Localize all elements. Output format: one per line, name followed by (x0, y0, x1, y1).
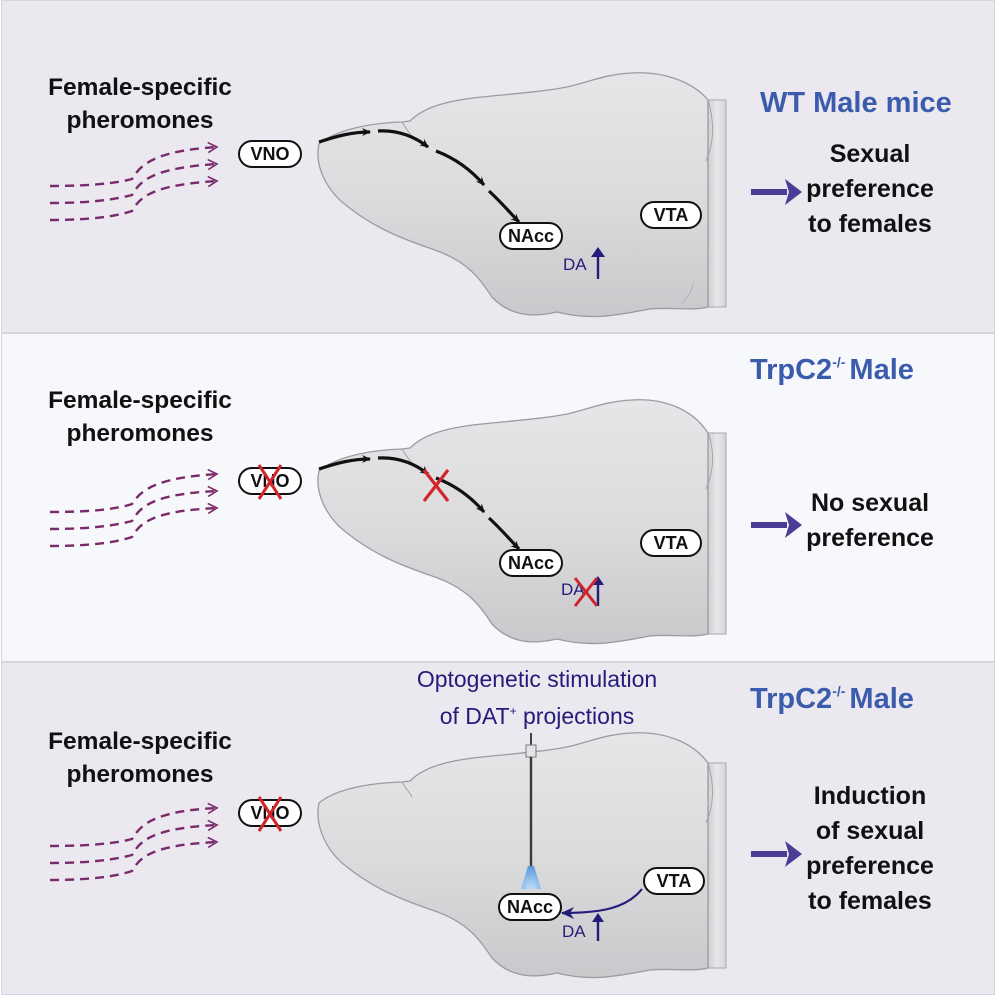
panel-3-graphics (49, 732, 802, 979)
optical-fiber-icon (521, 733, 541, 889)
pheromone-label-line2: pheromones (66, 761, 214, 788)
da-arrowhead-icon (591, 247, 605, 257)
panel-wt-male: Female-specific pheromones VNO NAcc VTA … (1, 0, 995, 333)
brain-illustration (317, 72, 727, 318)
pheromone-arrows (49, 141, 219, 222)
vno-blocked-x-icon (257, 464, 283, 500)
genotype-superscript: -/- (832, 683, 846, 699)
brain-illustration (317, 732, 727, 979)
vta-to-nacc-projection (561, 888, 643, 919)
outcome-line: Sexual (829, 140, 911, 168)
panel-title: TrpC2-/-Male (750, 683, 914, 716)
panel-title-suffix: Male (849, 683, 914, 715)
outcome-line: preference (806, 852, 934, 880)
vno-to-nacc-pathway (318, 128, 521, 224)
nacc-node: NAcc (498, 893, 562, 921)
vta-node: VTA (640, 529, 702, 557)
da-label: DA (563, 255, 587, 274)
outcome-line: preference (806, 175, 934, 203)
da-arrowhead-icon (592, 913, 604, 922)
pheromone-label-line1: Female-specific (48, 387, 232, 414)
pheromone-label: Female-specific pheromones (20, 71, 260, 137)
outcome-arrow-icon (751, 512, 802, 538)
pheromone-label-line1: Female-specific (48, 74, 232, 101)
outcome-line: No sexual (810, 489, 930, 517)
pathway-blocked-x-icon (422, 469, 450, 502)
outcome-line: to females (808, 887, 932, 915)
pheromone-label-line2: pheromones (66, 107, 214, 134)
panel-trpc2-male-optogenetic: Female-specific pheromones VNO NAcc VTA … (1, 662, 995, 995)
intervention-label: Optogenetic stimulation of DAT+ projecti… (342, 663, 732, 732)
genotype-superscript: -/- (832, 354, 846, 370)
outcome-label: Sexual preference to females (750, 137, 990, 242)
da-label: DA (562, 922, 586, 941)
outcome-label: No sexual preference (750, 486, 990, 556)
outcome-arrow-icon (751, 841, 802, 867)
vno-blocked-x-icon (257, 796, 283, 832)
panel-title-text: TrpC2 (750, 683, 833, 715)
panel-2-graphics (49, 399, 802, 645)
outcome-label: Induction of sexual preference to female… (750, 779, 990, 919)
intervention-line1: Optogenetic stimulation (416, 666, 658, 692)
vno-node: VNO (238, 140, 302, 168)
outcome-line: Induction (813, 782, 927, 810)
nacc-node: NAcc (499, 222, 563, 250)
pheromone-label-line1: Female-specific (48, 728, 232, 755)
outcome-line: preference (806, 524, 934, 552)
pheromone-label: Female-specific pheromones (20, 725, 260, 791)
outcome-arrow-icon (751, 179, 802, 205)
vta-node: VTA (640, 201, 702, 229)
panel-title-text: WT Male mice (760, 87, 952, 119)
outcome-line: to females (808, 210, 932, 238)
pheromone-arrows (49, 802, 219, 882)
outcome-line: of sexual (815, 817, 925, 845)
panel-title-suffix: Male (849, 354, 914, 386)
intervention-line2: of DAT+ projections (342, 695, 732, 732)
panel-title: WT Male mice (760, 87, 952, 120)
vta-node: VTA (643, 867, 705, 895)
panel-title: TrpC2-/-Male (750, 354, 914, 387)
brain-illustration (317, 399, 727, 645)
panel-trpc2-male: Female-specific pheromones VNO NAcc VTA … (1, 333, 995, 662)
intervention-line2-suffix: projections (516, 703, 635, 729)
panel-title-text: TrpC2 (750, 354, 833, 386)
dat-positive-superscript: + (509, 704, 517, 718)
intervention-line2-text: of DAT (439, 703, 510, 729)
nacc-node: NAcc (499, 549, 563, 577)
pheromone-label: Female-specific pheromones (20, 384, 260, 450)
light-cone-icon (521, 866, 541, 889)
pheromone-label-line2: pheromones (66, 420, 214, 447)
da-blocked-x-icon (573, 577, 599, 607)
pheromone-arrows (49, 468, 219, 548)
panel-1-graphics (49, 72, 802, 318)
